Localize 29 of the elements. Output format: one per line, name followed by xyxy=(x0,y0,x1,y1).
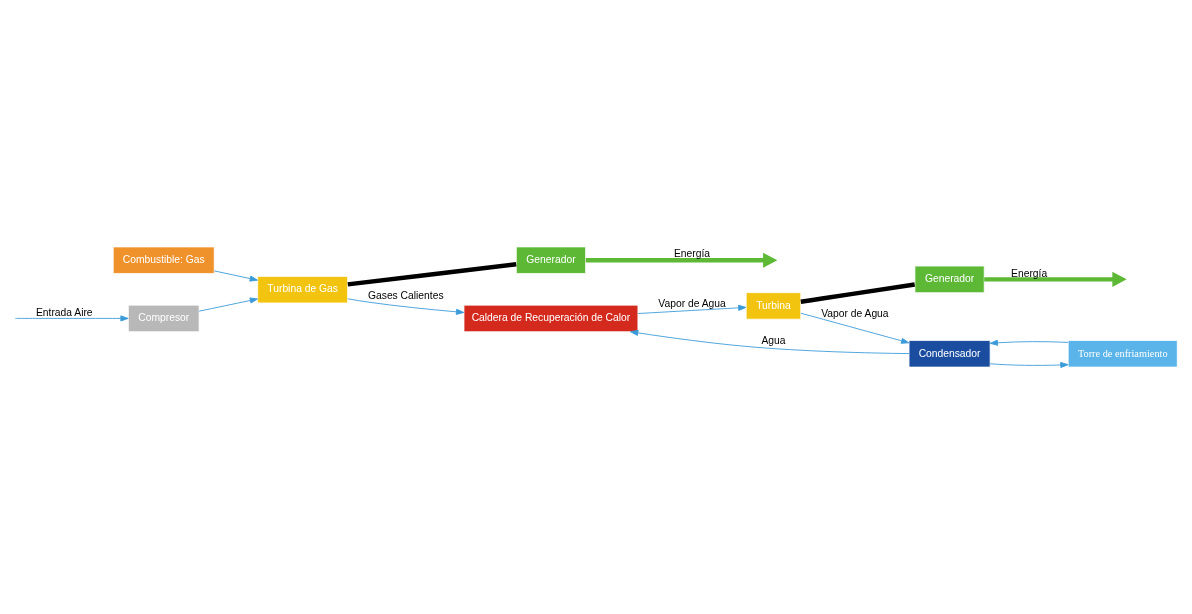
node-box: Torre de enfriamiento xyxy=(1067,340,1178,368)
edge-label: Gases Calientes xyxy=(368,290,444,302)
node-box: Generador xyxy=(914,265,985,293)
node-box: Combustible: Gas xyxy=(112,246,215,274)
arrow xyxy=(637,304,747,314)
edge-label: Vapor de Agua xyxy=(658,297,726,309)
arrow xyxy=(989,339,1069,346)
arrow xyxy=(198,297,259,312)
arrow xyxy=(800,312,910,344)
arrow xyxy=(984,271,1127,287)
edge-label: Entrada Aire xyxy=(35,306,93,318)
edge-label: Energía xyxy=(1011,267,1048,279)
connector xyxy=(800,282,915,304)
node-box: Turbina de Gas xyxy=(257,276,348,304)
arrow xyxy=(347,298,465,315)
node-box: Caldera de Recuperación de Calor xyxy=(463,304,639,333)
node-box: Turbina xyxy=(745,292,802,320)
node-box: Condensador xyxy=(908,340,991,368)
edge-label: Energía xyxy=(674,248,711,260)
arrow xyxy=(630,329,910,355)
arrow xyxy=(585,252,778,268)
arrow xyxy=(213,270,258,282)
edge-label: Agua xyxy=(761,334,786,346)
node-box: Compresor xyxy=(128,304,200,333)
arrow xyxy=(14,315,129,322)
edge-label: Vapor de Agua xyxy=(821,308,889,320)
node-box: Generador xyxy=(515,246,586,274)
arrow xyxy=(989,361,1069,368)
connector xyxy=(347,262,517,287)
